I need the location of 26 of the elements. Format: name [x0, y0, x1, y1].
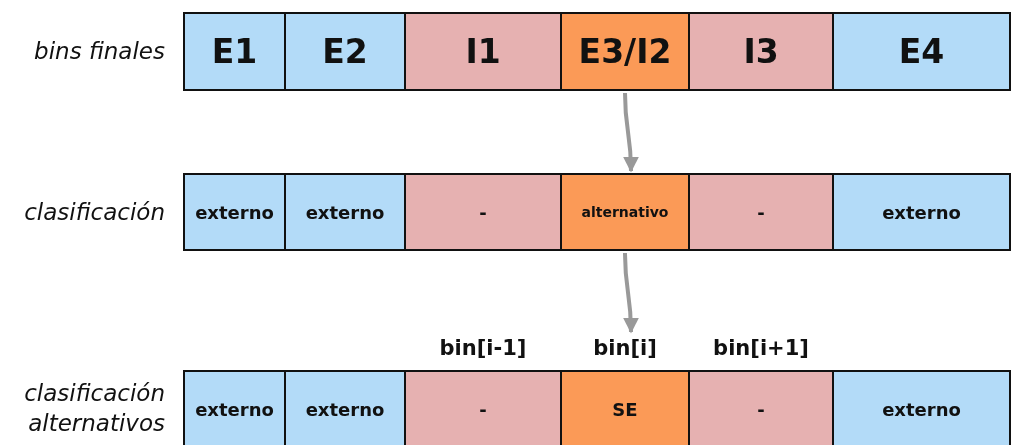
bin-cell: externo: [832, 173, 1011, 251]
bin-cell: -: [688, 173, 834, 251]
bin-cell: I3: [688, 12, 834, 91]
arrow: [622, 92, 639, 173]
bin-cell: -: [688, 370, 834, 445]
bin-cell: externo: [183, 173, 286, 251]
bin-cell: -: [404, 173, 562, 251]
row-label: clasificación: [23, 198, 165, 227]
row-label: clasificación alternativos: [23, 379, 165, 438]
arrow: [622, 252, 639, 334]
bin-cell: externo: [284, 370, 406, 445]
bin-index-label: bin[i+1]: [713, 336, 809, 360]
bin-cell: E1: [183, 12, 286, 91]
bin-cell: E3/I2: [560, 12, 690, 91]
bin-cell: SE: [560, 370, 690, 445]
bin-cell: E2: [284, 12, 406, 91]
bin-index-label: bin[i]: [593, 336, 657, 360]
bin-cell: alternativo: [560, 173, 690, 251]
bin-cell: -: [404, 370, 562, 445]
bin-cell: E4: [832, 12, 1011, 91]
bin-index-label: bin[i-1]: [439, 336, 527, 360]
row-label: bins finales: [33, 37, 165, 66]
bin-cell: externo: [832, 370, 1011, 445]
bin-cell: externo: [183, 370, 286, 445]
bin-cell: I1: [404, 12, 562, 91]
bin-cell: externo: [284, 173, 406, 251]
